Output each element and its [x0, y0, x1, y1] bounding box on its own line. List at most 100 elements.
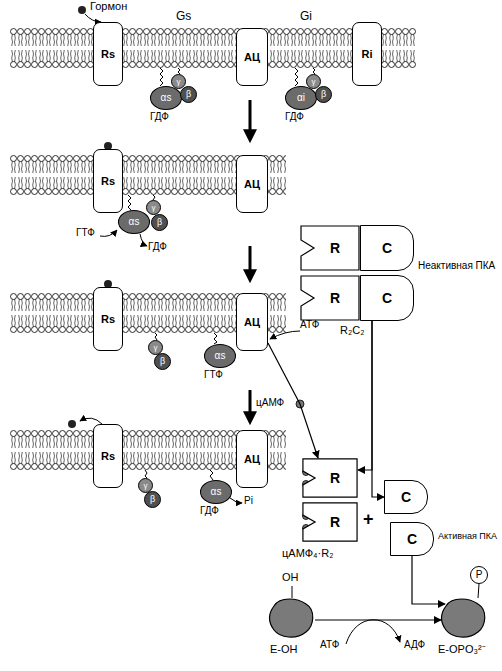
node-label: R	[330, 515, 340, 529]
adenylate-cyclase: АЦ	[236, 430, 268, 488]
node-label: C	[382, 291, 392, 305]
text-label: АДФ	[404, 640, 425, 650]
connector-arrow	[372, 321, 384, 497]
node-label: Неактивная ПКА	[418, 261, 495, 271]
edge-label: цАМФ	[256, 398, 284, 408]
node-label: αi	[297, 93, 305, 103]
text-label: АТФ	[320, 640, 339, 650]
node-label: γ	[312, 78, 316, 86]
node-label: R₂C₂	[340, 325, 364, 336]
anchor	[210, 470, 213, 480]
node-label: γ	[177, 78, 181, 86]
adenylate-cyclase: АЦ	[236, 28, 268, 86]
beta-subunit: β	[154, 353, 171, 370]
text-label: АТФ	[300, 320, 319, 330]
step-arrow	[249, 246, 252, 272]
node-label: C	[382, 241, 392, 255]
anchor	[155, 333, 157, 340]
beta-subunit: β	[315, 86, 332, 103]
catalytic-subunit: C	[360, 275, 414, 321]
node-label: β	[186, 90, 191, 99]
node-label: Rs	[101, 49, 115, 60]
text-label: Pi	[244, 496, 253, 506]
node-label: E-OH	[270, 644, 298, 655]
node-label: C	[407, 532, 417, 546]
text-label: ГДФ	[148, 242, 167, 252]
connector-arrow	[315, 619, 441, 620]
catalytic-subunit: C	[384, 480, 428, 514]
node-label: цАМФ₄·R₂	[282, 548, 333, 559]
node-label: αs	[161, 93, 172, 103]
adenylate-cyclase: АЦ	[236, 155, 268, 213]
alpha-subunit: αs	[118, 210, 150, 234]
receptor-protein: Rs	[93, 149, 123, 213]
node-label: P	[476, 570, 483, 580]
leader-arrow	[140, 234, 147, 246]
gamma-subunit: γ	[146, 200, 161, 215]
alpha-subunit: αs	[204, 344, 236, 368]
text-label: Активная ПКА	[438, 532, 497, 541]
regulatory-subunit: R	[300, 225, 360, 271]
node-label: β	[321, 90, 326, 99]
leader-arrow	[100, 230, 117, 236]
node-label: Rs	[101, 176, 115, 187]
node-label: Rs	[101, 314, 115, 325]
outline-path	[270, 599, 313, 637]
catalytic-subunit: C	[390, 522, 434, 556]
outline-path	[303, 459, 357, 497]
cofactor-arrow	[346, 620, 400, 644]
hormone-dot	[78, 6, 86, 14]
anchor	[145, 470, 147, 478]
cell-membrane	[10, 28, 416, 470]
receptor-protein: Rs	[93, 287, 123, 351]
alpha-subunit: αs	[150, 86, 182, 110]
receptor-protein: Ri	[352, 22, 382, 86]
anchor	[128, 195, 131, 210]
regulatory-subunit: R	[302, 502, 358, 542]
alpha-subunit: αs	[200, 480, 232, 504]
node-label: Ri	[362, 49, 373, 60]
catalytic-subunit: C	[360, 225, 414, 271]
enzyme-protein: OHE-OH	[268, 596, 316, 638]
step-arrow	[249, 390, 252, 414]
node-label: Rs	[101, 451, 115, 462]
connector-arrow	[358, 321, 372, 470]
outline-path	[303, 503, 357, 541]
step-arrow	[249, 100, 252, 132]
text-label: ГДФ	[150, 112, 169, 122]
connector-arrow	[268, 343, 318, 458]
text-label: ГТФ	[204, 370, 223, 380]
node-label: αs	[129, 217, 140, 227]
text-label: ГДФ	[200, 506, 219, 516]
adenylate-cyclase: АЦ	[236, 293, 268, 351]
node-label: АЦ	[244, 454, 260, 465]
beta-subunit: β	[180, 86, 197, 103]
hormone-dot	[68, 420, 76, 428]
node-label: OH	[282, 572, 299, 583]
node-label: β	[160, 357, 165, 366]
protein-complex: цАМФ₄·R₂RR	[288, 458, 358, 544]
node-label: γ	[152, 204, 156, 212]
node-label: E-OPO₃²⁻	[438, 644, 486, 655]
leader-arrow	[85, 14, 101, 22]
outline-path	[442, 599, 485, 637]
node-label: R	[330, 471, 340, 485]
text-label: +	[363, 510, 374, 528]
leader-arrow	[230, 498, 242, 503]
node-label: β	[150, 495, 155, 504]
text-label: Gi	[300, 10, 312, 22]
node-label: R	[330, 241, 340, 255]
text-label: ГТФ	[76, 228, 95, 238]
alpha-subunit: αi	[285, 86, 317, 110]
node-label: АЦ	[244, 317, 260, 328]
node-label: АЦ	[244, 52, 260, 63]
beta-subunit: β	[144, 491, 161, 508]
node-label: αs	[211, 487, 222, 497]
anchor	[295, 68, 298, 86]
regulatory-subunit: R	[302, 458, 358, 498]
node-label: γ	[154, 344, 158, 352]
hydroxyl-bond	[292, 586, 293, 598]
protein-outline	[440, 596, 488, 638]
node-label: АЦ	[244, 179, 260, 190]
